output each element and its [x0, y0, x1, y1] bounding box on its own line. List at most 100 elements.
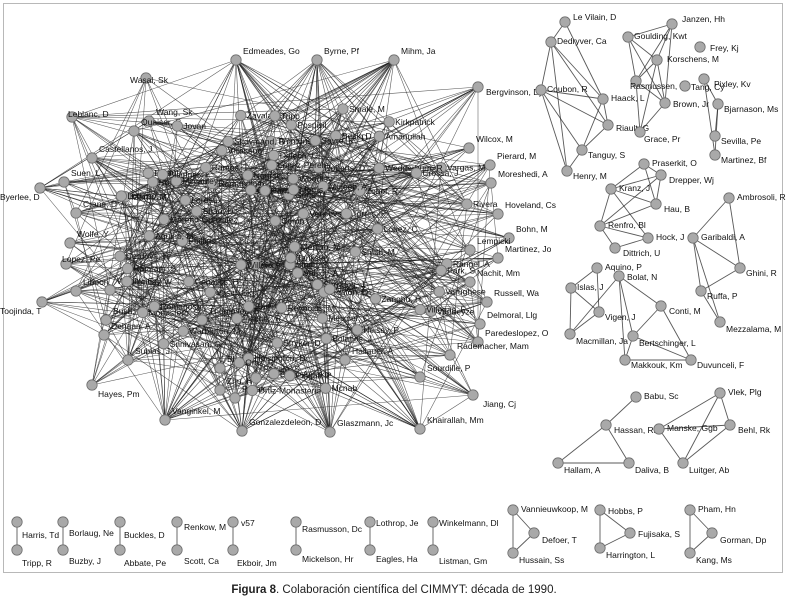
node-label: Warburton, M: [189, 326, 240, 336]
edge: [618, 275, 662, 307]
node-suen-l: Suen, L: [58, 168, 101, 188]
edge: [388, 121, 468, 205]
node-paredeslopez-o: Paredeslopez, O: [472, 328, 549, 348]
node-label: Roberts, D: [324, 163, 365, 173]
node-label: Crane, D: [83, 199, 117, 209]
edge: [420, 281, 471, 310]
node-marker: [634, 126, 646, 138]
edge: [241, 264, 256, 432]
edge: [164, 329, 358, 421]
node-label: Srinivasan, G: [170, 339, 221, 349]
node-label: Webby, Gry: [117, 276, 162, 286]
node-marker: [324, 283, 336, 295]
edge: [142, 312, 290, 376]
edge: [127, 268, 324, 293]
edge: [235, 59, 432, 312]
edge: [164, 270, 442, 421]
node-label: Duvunceli, F: [697, 360, 744, 370]
edge: [71, 116, 318, 285]
node-label: Buzby, J: [69, 556, 101, 566]
edge: [109, 181, 154, 291]
node-label: Timmons: [277, 136, 312, 146]
node-marker: [317, 180, 329, 193]
node-buckles-d: Buckles, D: [114, 516, 165, 540]
node-marker: [148, 300, 160, 312]
node-marker: [435, 162, 447, 174]
edge: [277, 342, 421, 430]
node-label: Morris, M: [300, 185, 335, 195]
edge: [154, 306, 236, 399]
node-marker: [576, 144, 588, 156]
edge: [241, 270, 442, 432]
node-label: Gorman, Dp: [720, 535, 767, 545]
edge: [63, 140, 272, 183]
node-hallam-a: Hallam, A: [552, 457, 601, 475]
node-label: Subias, J: [135, 346, 170, 356]
node-label: Moreno-Gonzalez: [170, 214, 238, 224]
edge: [635, 23, 673, 82]
node-marker: [86, 379, 98, 391]
node-label: Hoisington, D: [254, 353, 305, 363]
node-label: Zobel, R: [366, 186, 398, 196]
edge: [355, 251, 421, 430]
node-marker: [503, 232, 515, 244]
node-gutierrez: Gutierrez: [245, 184, 292, 196]
node-vigen-j: Vigen, J: [593, 306, 636, 322]
edge: [714, 103, 719, 156]
node-coubon-r: Coubon, R: [535, 84, 588, 96]
node-marker: [535, 84, 547, 96]
edge: [393, 59, 488, 303]
node-label: Wolfe, Y: [77, 229, 109, 239]
node-marker: [723, 192, 735, 204]
edge: [293, 189, 510, 239]
figure-caption-text: . Colaboración científica del CIMMYT: dé…: [276, 584, 557, 596]
edge: [322, 186, 488, 303]
edge: [632, 305, 662, 337]
node-label: Pfeiffer, W: [133, 276, 172, 286]
node-delmoral-llg: Delmoral, Llg: [474, 310, 537, 330]
node-label: Hassan, Rm: [614, 425, 661, 435]
edge: [41, 301, 421, 310]
node-vasal-sk: Vasal, Sk: [204, 286, 252, 298]
node-fujisaka-s: Fujisaka, S: [624, 527, 680, 539]
node-label: Toojinda, T: [0, 306, 41, 316]
edge: [69, 242, 184, 332]
node-sevilla-pe: Sevilla, Pe: [709, 130, 761, 146]
edge: [564, 21, 604, 100]
node-listman-gm: Listman, Gm: [427, 544, 487, 566]
node-marker: [179, 194, 191, 206]
figure-frame: [3, 3, 783, 573]
edge: [235, 59, 290, 195]
edge: [105, 319, 331, 433]
edge: [610, 188, 649, 239]
edge: [152, 181, 440, 292]
node-marker: [373, 130, 385, 142]
node-label: Frey, Kj: [710, 43, 739, 53]
edge: [274, 115, 471, 251]
node-marker: [642, 232, 654, 244]
edge: [289, 135, 337, 376]
node-label: Drepper, Wj: [669, 175, 714, 185]
node-marker: [229, 392, 241, 404]
edge: [569, 275, 620, 335]
edge: [294, 213, 347, 248]
node-label: Shao, D: [203, 206, 234, 216]
edge: [39, 59, 237, 189]
edge: [700, 267, 741, 292]
edge: [290, 59, 395, 258]
node-label: Serratos, J: [323, 280, 364, 290]
node-jiang-cj: Jiang, Cj: [467, 389, 516, 409]
node-marker: [320, 332, 332, 345]
node-marker: [121, 275, 133, 288]
node-label: Kang, Ms: [696, 555, 732, 565]
node-marker: [410, 167, 423, 179]
node-chen-z: Chen, Z: [324, 283, 366, 295]
edge: [692, 237, 741, 269]
node-label: Bolanos, J: [332, 334, 372, 344]
node-daliva-b: Daliva, B: [623, 457, 669, 475]
node-marker: [492, 252, 504, 264]
node-marker: [484, 159, 496, 171]
node-aquino-p: Aquino, P: [591, 262, 642, 274]
node-marker: [242, 169, 254, 181]
edge: [75, 212, 165, 220]
